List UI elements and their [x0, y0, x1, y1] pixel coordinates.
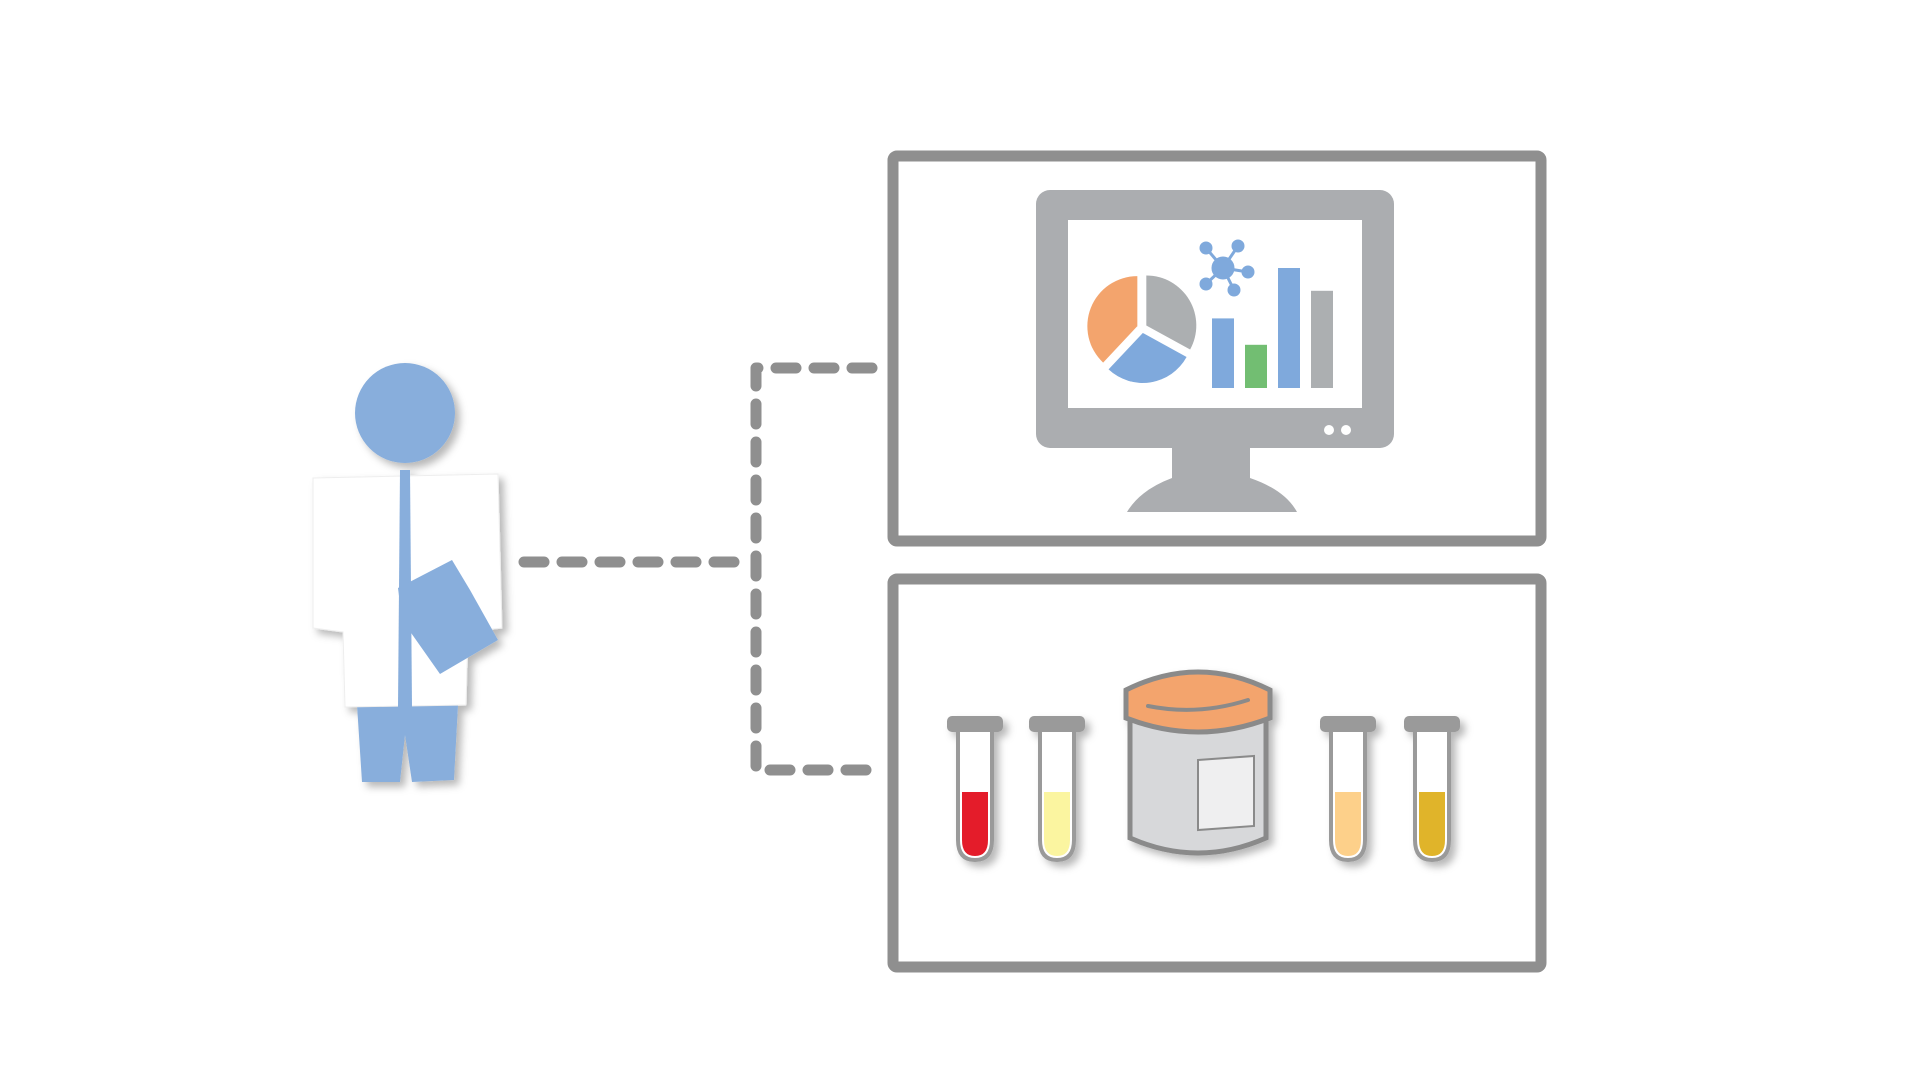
clinician-head: [355, 363, 455, 463]
monitor-icon: [1036, 190, 1394, 512]
bar: [1311, 290, 1333, 388]
tube-cap: [947, 716, 1003, 732]
pie-slice: [1087, 276, 1138, 363]
test-tube-icon: [1404, 716, 1460, 863]
bar: [1278, 268, 1300, 388]
jar-label: [1197, 754, 1255, 832]
pie-slice: [1146, 275, 1197, 350]
jar-lid: [1123, 669, 1273, 735]
tube-liquid: [962, 792, 988, 856]
test-tube-icon: [947, 716, 1003, 863]
connector-lines: [518, 362, 888, 776]
network-icon: [1199, 239, 1255, 297]
clinician-icon: [312, 363, 503, 782]
bar: [1212, 318, 1234, 388]
test-tube-icon: [1320, 716, 1376, 863]
bar: [1245, 344, 1267, 388]
folder-icon: [398, 560, 498, 674]
clinician-legs: [357, 705, 458, 782]
test-tube-icon: [1029, 716, 1085, 863]
tube-liquid: [1335, 792, 1361, 856]
tube-liquid: [1419, 792, 1445, 856]
monitor-button-dot: [1341, 425, 1351, 435]
tube-liquid: [1044, 792, 1070, 856]
specimen-jar-icon: [1123, 669, 1273, 856]
specimens-row: [947, 669, 1460, 863]
bar-chart-icon: [1212, 268, 1333, 388]
tube-cap: [1029, 716, 1085, 732]
tube-cap: [1320, 716, 1376, 732]
monitor-button-dot: [1324, 425, 1334, 435]
tube-cap: [1404, 716, 1460, 732]
pie-slice: [1108, 332, 1187, 383]
monitor-stand: [1127, 446, 1297, 512]
pie-chart-icon: [1087, 275, 1197, 383]
jar-lid-ridge: [1146, 698, 1250, 712]
connector-to-data-panel: [750, 362, 888, 776]
